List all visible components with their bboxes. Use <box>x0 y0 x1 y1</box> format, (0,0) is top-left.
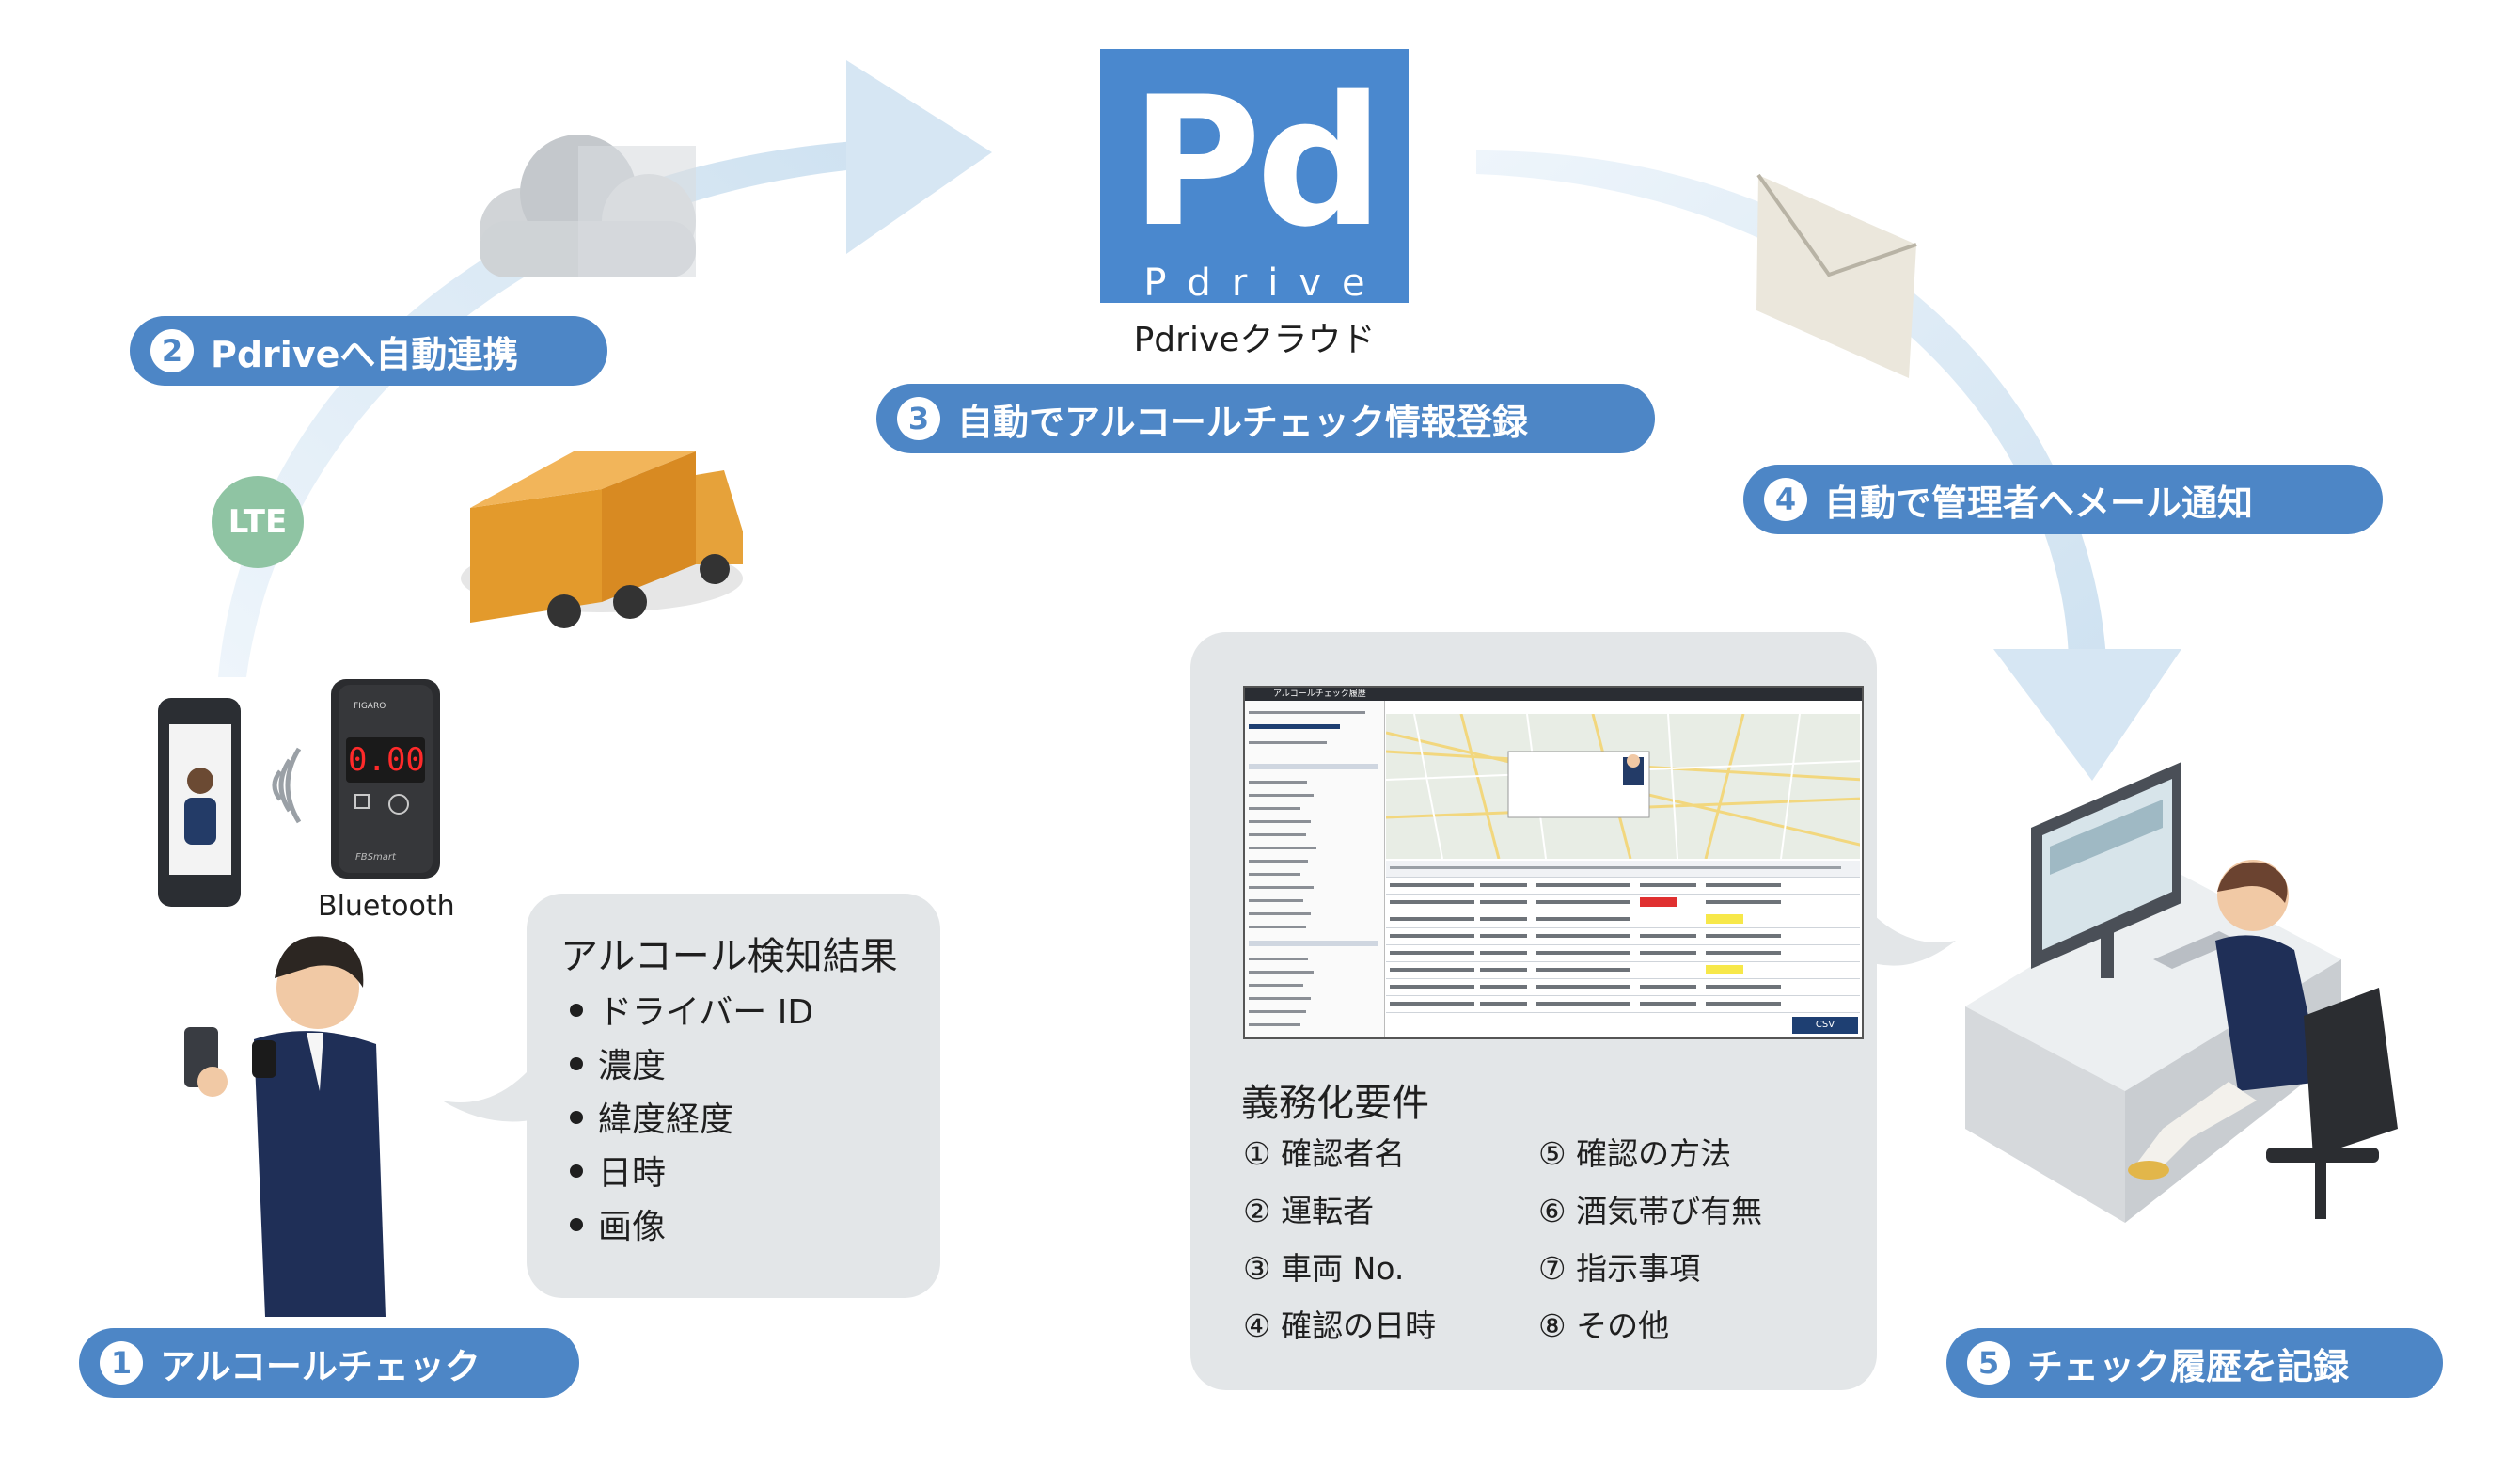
requirement-item: ⑧ その他 <box>1538 1307 1670 1344</box>
flow-arrowhead-down <box>1993 649 2181 781</box>
step-number: 4 <box>1764 478 1807 521</box>
step-label: アルコールチェック <box>160 1345 480 1387</box>
detection-list: ドライバー ID 濃度 緯度経度 日時 画像 <box>570 986 813 1254</box>
history-table <box>1386 861 1860 1021</box>
list-item: 日時 <box>570 1147 813 1200</box>
alcohol-checker-device <box>331 679 440 879</box>
lte-badge: LTE <box>212 476 304 568</box>
step-pill-3: 3 自動でアルコールチェック情報登録 <box>876 384 1655 453</box>
requirement-item: ⑦ 指示事項 <box>1538 1250 1701 1287</box>
step-pill-1: 1 アルコールチェック <box>79 1328 579 1398</box>
callout-tail-right <box>1862 912 1956 966</box>
step-pill-4: 4 自動で管理者へメール通知 <box>1743 465 2383 534</box>
requirements-left-column: ① 確認者名 ② 運転者 ③ 車両 No. ④ 確認の日時 <box>1243 1125 1436 1354</box>
list-item: ドライバー ID <box>570 986 813 1039</box>
logo-caption: Pdriveクラウド <box>1133 321 1376 359</box>
pdrive-logo: Pd Pdrive <box>1100 49 1409 305</box>
flow-arrowhead-top <box>846 60 992 254</box>
detection-result-panel: アルコール検知結果 ドライバー ID 濃度 緯度経度 日時 画像 <box>527 894 940 1298</box>
requirements-right-column: ⑤ 確認の方法 ⑥ 酒気帯び有無 ⑦ 指示事項 ⑧ その他 <box>1538 1125 1762 1354</box>
device-model: FBSmart <box>355 852 396 863</box>
step-pill-5: 5 チェック履歴を記録 <box>1946 1328 2443 1398</box>
driver-illustration <box>184 936 386 1317</box>
smartphone-illustration <box>158 698 241 907</box>
requirement-item: ⑤ 確認の方法 <box>1538 1135 1732 1172</box>
requirement-item: ③ 車両 No. <box>1243 1250 1405 1287</box>
wireless-icon <box>272 747 302 824</box>
device-reading: 0.00 <box>348 741 425 779</box>
logo-pd-text: Pd <box>1130 58 1383 266</box>
detection-title: アルコール検知結果 <box>560 935 898 978</box>
truck-illustration <box>461 451 743 628</box>
driver-tree <box>1245 701 1385 1037</box>
cloud-icon <box>480 135 696 277</box>
step-label: Pdriveへ自動連携 <box>211 333 519 375</box>
list-item: 濃度 <box>570 1039 813 1093</box>
requirements-title: 義務化要件 <box>1241 1082 1429 1125</box>
step-label: チェック履歴を記録 <box>2027 1345 2350 1387</box>
screenshot-title: アルコールチェック履歴 <box>1245 688 1862 701</box>
list-item: 緯度経度 <box>570 1093 813 1147</box>
requirement-item: ② 運転者 <box>1243 1193 1375 1229</box>
logo-pdrive-text: Pdrive <box>1143 261 1386 305</box>
envelope-icon <box>1756 173 1917 378</box>
step-label: 自動で管理者へメール通知 <box>1824 482 2254 524</box>
requirement-item: ⑥ 酒気帯び有無 <box>1538 1193 1763 1229</box>
check-history-screenshot: アルコールチェック履歴 <box>1243 686 1864 1039</box>
step-number: 3 <box>897 397 940 440</box>
requirement-item: ① 確認者名 <box>1243 1135 1406 1172</box>
step-number: 1 <box>100 1341 143 1385</box>
map-view[interactable] <box>1386 714 1860 859</box>
requirement-item: ④ 確認の日時 <box>1243 1307 1437 1344</box>
step-number: 5 <box>1967 1341 2010 1385</box>
csv-button[interactable]: CSV <box>1792 1017 1858 1034</box>
step-number: 2 <box>150 329 194 372</box>
device-brand: FIGARO <box>354 702 386 711</box>
step-pill-2: 2 Pdriveへ自動連携 <box>130 316 607 386</box>
lte-label: LTE <box>228 503 288 541</box>
admin-pc-illustration <box>1965 762 2398 1223</box>
step-label: 自動でアルコールチェック情報登録 <box>957 401 1528 443</box>
bluetooth-label: Bluetooth <box>318 890 455 923</box>
list-item: 画像 <box>570 1200 813 1254</box>
callout-tail-left <box>442 1072 536 1122</box>
